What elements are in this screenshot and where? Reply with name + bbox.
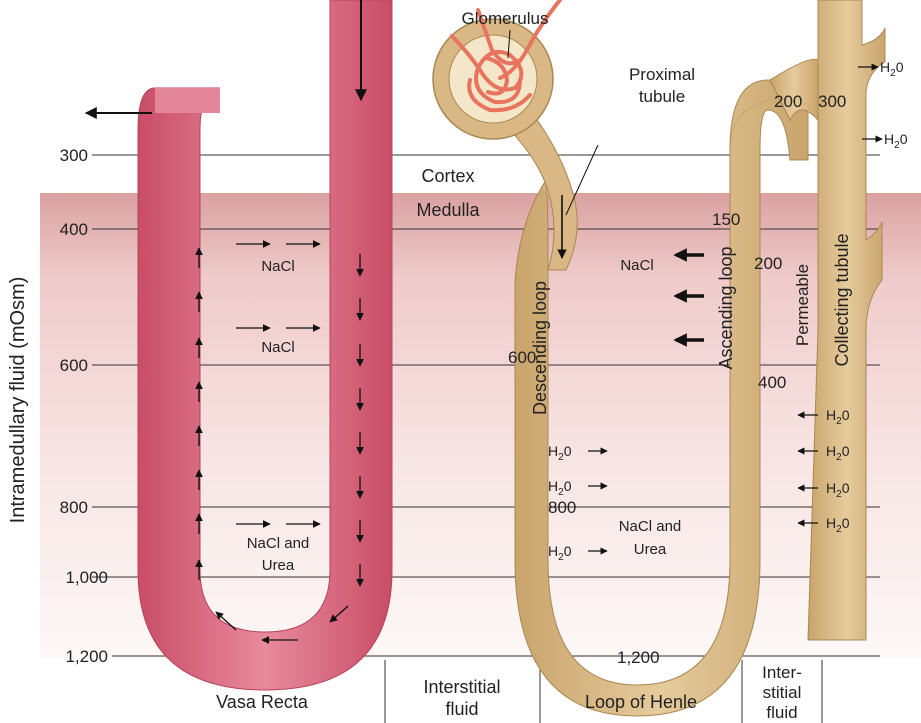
- ascending-loop-label: Ascending loop: [716, 246, 736, 369]
- water-label: H20: [880, 59, 904, 79]
- permeable-label: Permeable: [793, 264, 812, 346]
- value-800: 800: [548, 498, 576, 517]
- value-200-top: 200: [774, 92, 802, 111]
- value-200-side: 200: [754, 254, 782, 273]
- inter-stitial-label-3: fluid: [766, 703, 797, 722]
- water-label: H20: [884, 131, 908, 151]
- proximal-tubule-label-2: tubule: [639, 87, 685, 106]
- inter-stitial-label-2: stitial: [763, 683, 802, 702]
- loop-of-henle-label: Loop of Henle: [585, 692, 697, 712]
- cortex-label: Cortex: [421, 166, 474, 186]
- loop-nacl-urea-1: NaCl and: [619, 518, 682, 535]
- value-300-top: 300: [818, 92, 846, 111]
- interstitial-fluid-label-2: fluid: [445, 699, 478, 719]
- vasa-recta-label: Vasa Recta: [216, 692, 309, 712]
- vasa-recta-nacl-urea-2: Urea: [262, 557, 295, 574]
- vasa-recta-nacl-1: NaCl: [261, 258, 294, 275]
- loop-nacl-urea-2: Urea: [634, 541, 667, 558]
- tick-1000: 1,000: [65, 568, 108, 587]
- tick-400: 400: [60, 220, 88, 239]
- collecting-tubule-label: Collecting tubule: [832, 233, 852, 366]
- vasa-recta-entry-cap: [155, 88, 220, 113]
- medulla-label: Medulla: [416, 200, 480, 220]
- value-400: 400: [758, 373, 786, 392]
- y-axis-label: Intramedullary fluid (mOsm): [7, 277, 29, 524]
- vasa-recta-nacl-2: NaCl: [261, 339, 294, 356]
- tick-800: 800: [60, 498, 88, 517]
- value-600: 600: [508, 348, 536, 367]
- glomerulus-label: Glomerulus: [462, 9, 549, 28]
- inter-stitial-label-1: Inter-: [762, 663, 802, 682]
- loop-nacl-label: NaCl: [620, 257, 653, 274]
- proximal-tubule-label-1: Proximal: [629, 65, 695, 84]
- value-150: 150: [712, 210, 740, 229]
- value-1200: 1,200: [617, 648, 660, 667]
- tick-300: 300: [60, 146, 88, 165]
- tick-1200: 1,200: [65, 647, 108, 666]
- interstitial-fluid-label-1: Interstitial: [423, 677, 500, 697]
- vasa-recta-nacl-urea-1: NaCl and: [247, 535, 310, 552]
- tick-600: 600: [60, 356, 88, 375]
